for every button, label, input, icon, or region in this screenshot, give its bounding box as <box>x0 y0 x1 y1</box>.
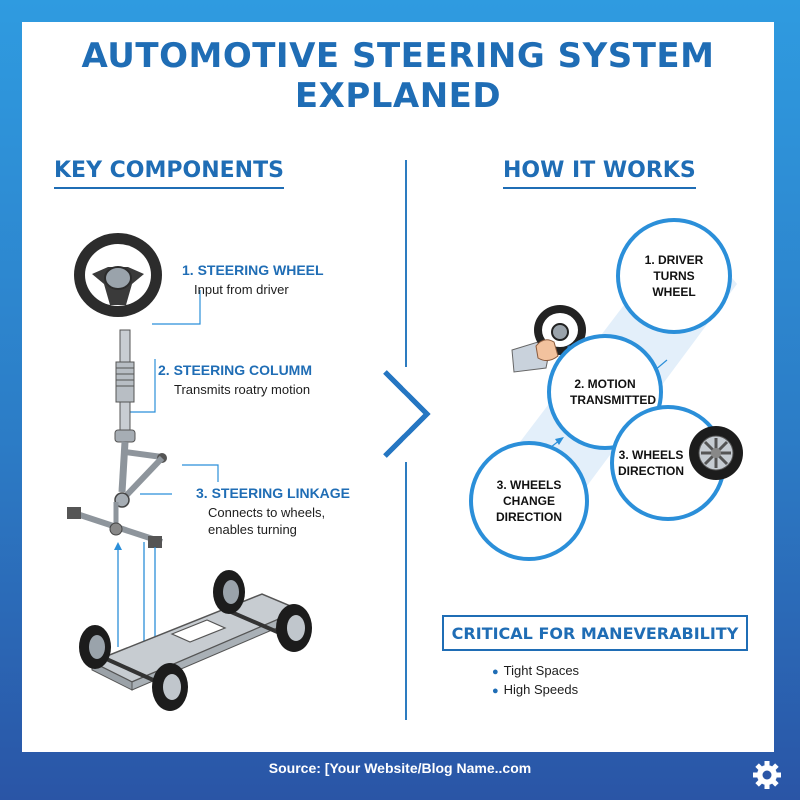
bullet-item: ●High Speeds <box>492 682 579 697</box>
component-desc-linkage-1: Connects to wheels, <box>208 505 326 520</box>
step-circle-4: 3. WHEELS CHANGE DIRECTION <box>469 441 589 561</box>
step-1-line-1: 1. DRIVER <box>644 253 704 267</box>
step-circle-1: 1. DRIVER TURNS WHEEL <box>616 218 732 334</box>
wheel-icon <box>79 570 312 711</box>
hand-icon <box>511 305 586 373</box>
source-footer: Source: [Your Website/Blog Name..com <box>268 760 532 776</box>
how-it-works-heading: HOW IT WORKS <box>503 158 696 189</box>
critical-label: CRITICAL FOR MANEVERABILITY <box>451 623 739 643</box>
wheel-leader-line <box>152 290 201 325</box>
column-leader-line <box>130 359 156 413</box>
step-2-line-1: 2. MOTION <box>574 377 636 391</box>
critical-box: CRITICAL FOR MANEVERABILITY <box>442 615 748 651</box>
chevron-right-icon <box>383 367 431 462</box>
bullet-text-1: Tight Spaces <box>503 663 580 678</box>
bullet-text-2: High Speeds <box>503 682 579 697</box>
step-3-line-2: DIRECTION <box>618 464 684 478</box>
step-4-line-2: CHANGE <box>502 494 555 508</box>
title-line-1: AUTOMOTIVE STEERING SYSTEM <box>81 36 715 76</box>
step-2-line-2: TRANSMITTED <box>570 393 656 407</box>
steering-assembly-illustration <box>67 233 312 711</box>
component-desc-wheel: Input from driver <box>194 282 289 297</box>
steering-column-icon <box>114 329 136 443</box>
component-title-linkage: 3. STEERING LINKAGE <box>196 485 351 501</box>
step-1-line-2: TURNS WHEEL <box>652 269 696 299</box>
wheel-icon <box>689 426 743 480</box>
step-4-line-1: 3. WHEELS <box>496 478 562 492</box>
component-desc-linkage-2: enables turning <box>208 522 297 537</box>
bullet-item: ●Tight Spaces <box>492 663 580 678</box>
chassis-icon <box>90 593 302 691</box>
steering-wheel-icon <box>74 233 162 317</box>
title-line-2: EXPLANED <box>294 76 502 116</box>
gear-icon <box>753 761 781 789</box>
linkage-leader-line <box>182 464 219 482</box>
step-4-line-3: DIRECTION <box>496 510 562 524</box>
component-title-wheel: 1. STEERING WHEEL <box>182 262 324 278</box>
steering-linkage-icon <box>67 441 167 548</box>
component-title-column: 2. STEERING COLUMM <box>158 362 313 378</box>
step-3-line-1: 3. WHEELS <box>618 448 684 462</box>
infographic-card: AUTOMOTIVE STEERING SYSTEM EXPLANED KEY … <box>22 22 774 752</box>
component-desc-column: Transmits roatry motion <box>174 382 311 397</box>
key-components-heading: KEY COMPONENTS <box>54 158 284 189</box>
